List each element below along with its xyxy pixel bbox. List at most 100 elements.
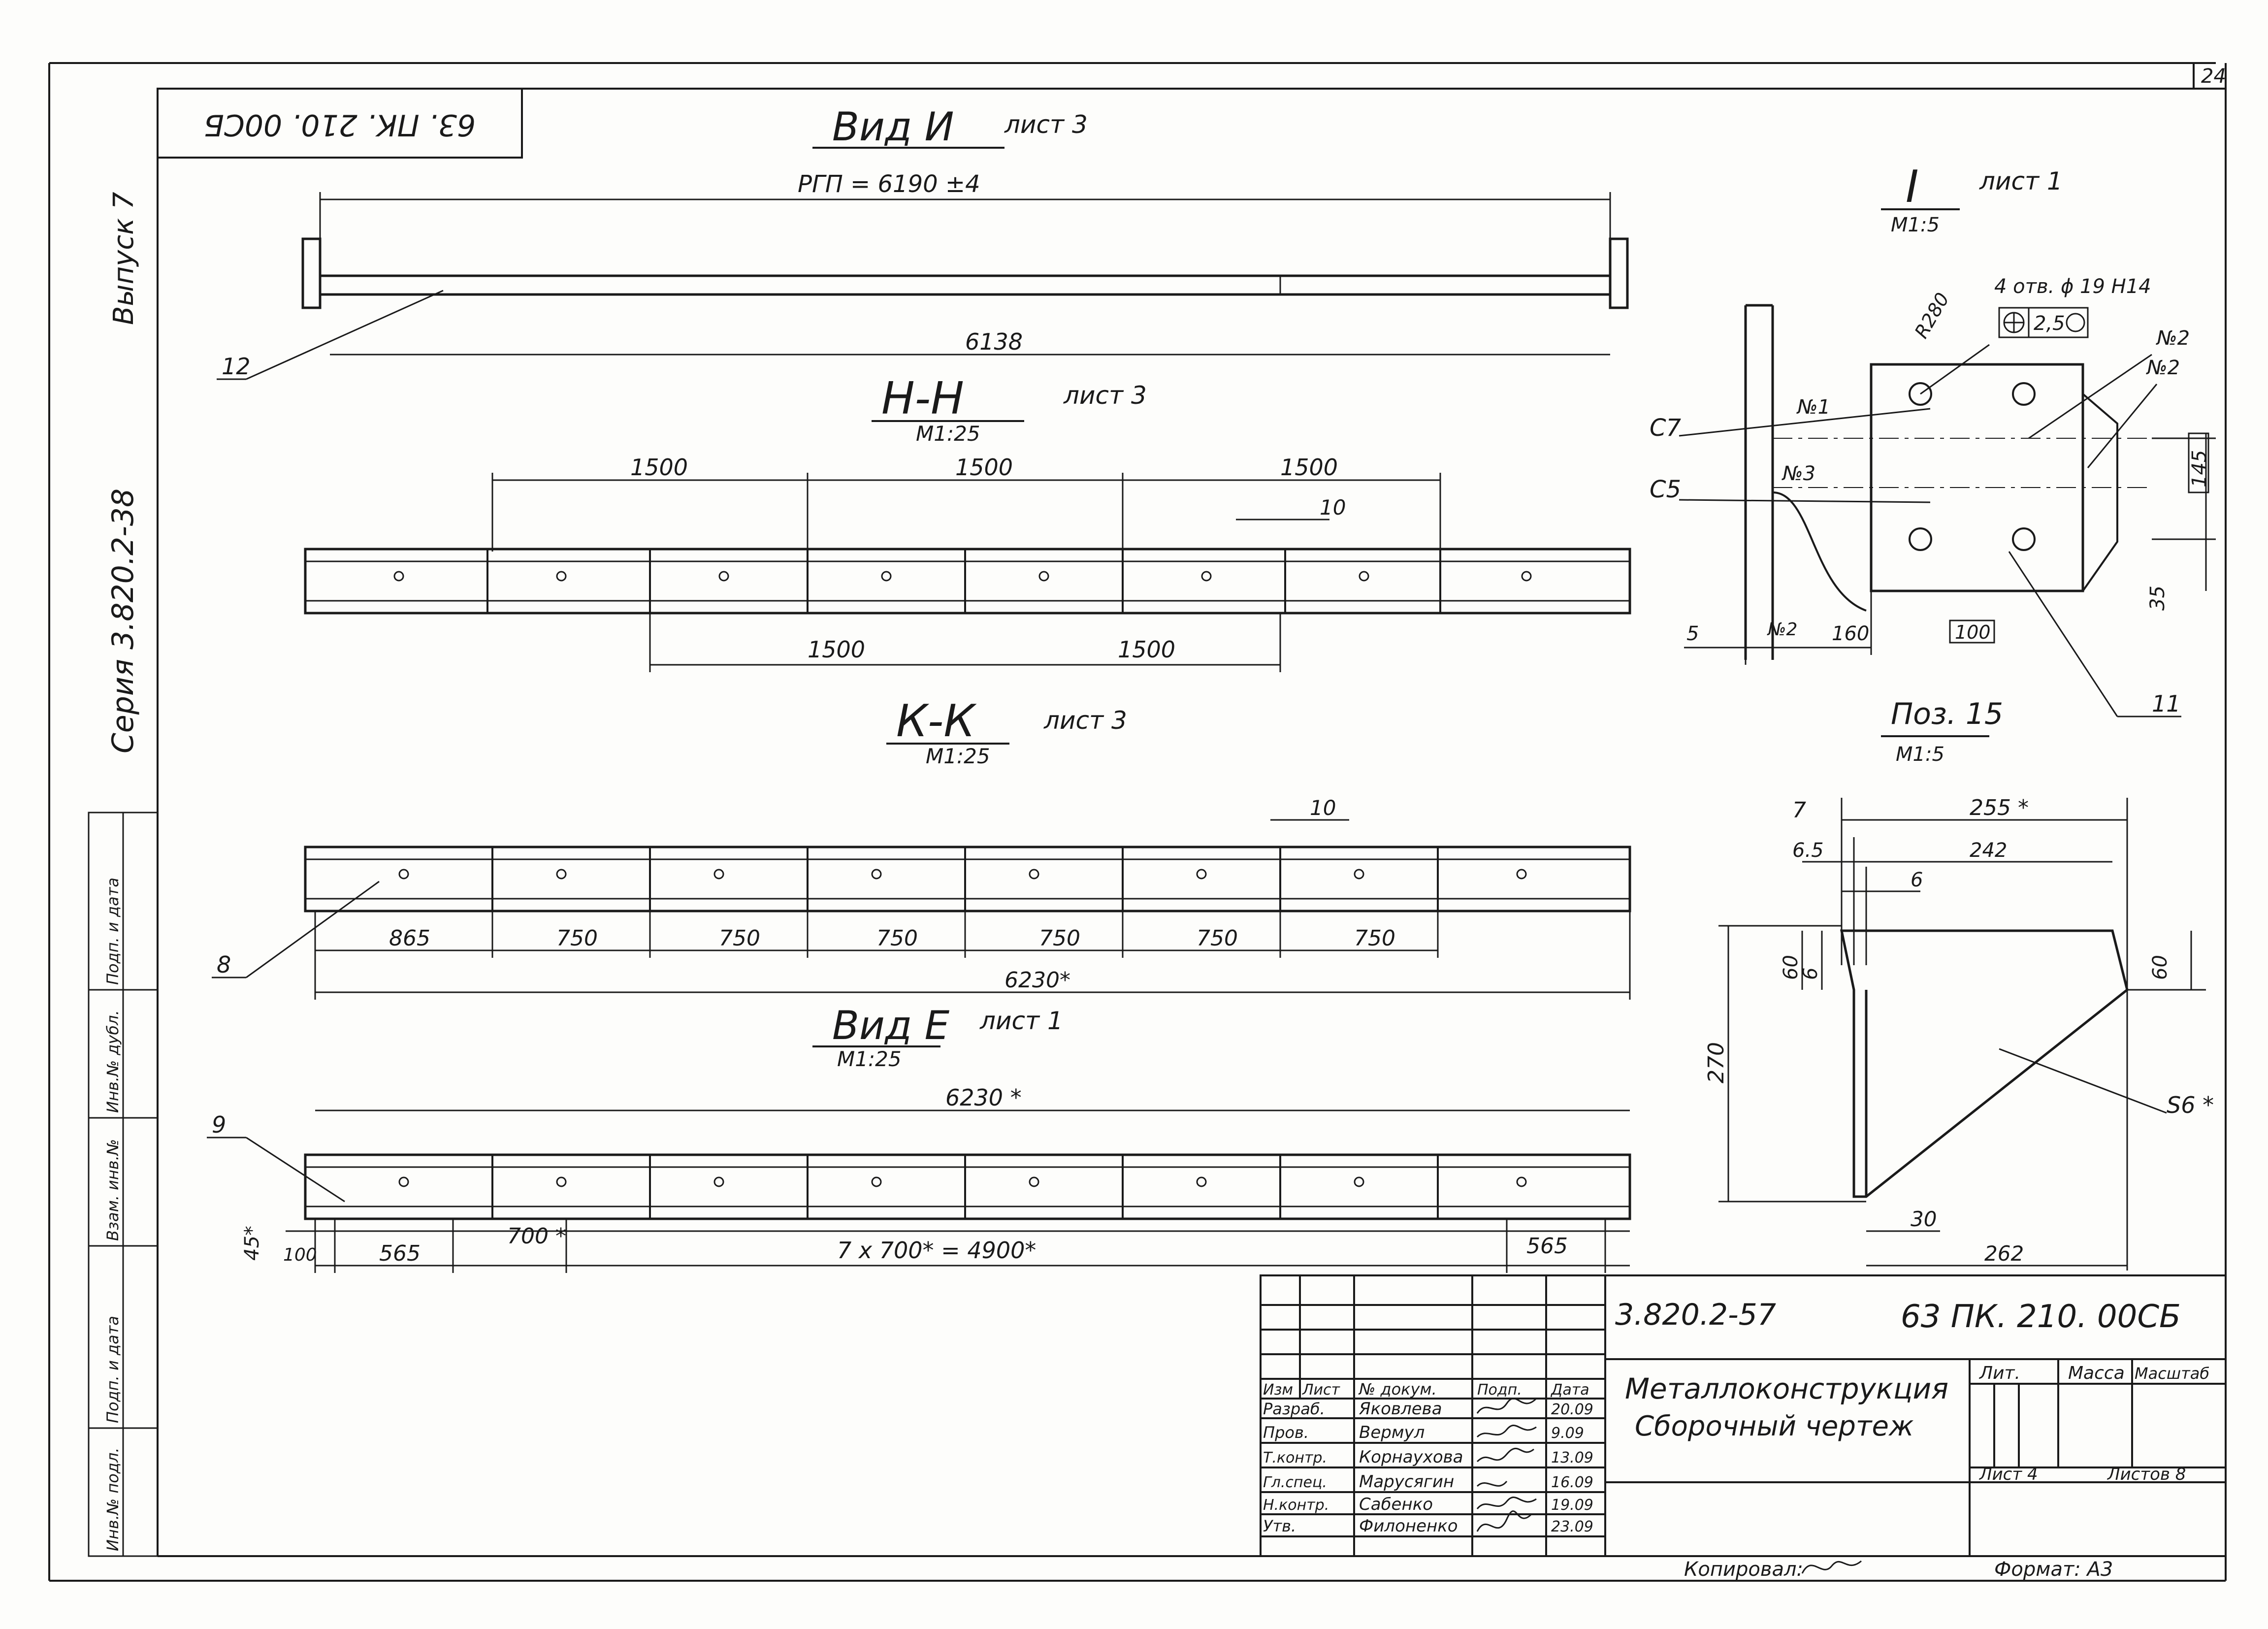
side-stamp-label: Взам. инв.№: [103, 1139, 122, 1241]
view-title: I: [1906, 161, 1919, 213]
dim-label: 750: [719, 926, 760, 951]
sheet-ref: лист 1: [1979, 167, 2063, 195]
row-role: Гл.спец.: [1263, 1474, 1327, 1491]
copied-label: Копировал:: [1684, 1558, 1803, 1581]
row-role: Утв.: [1263, 1517, 1296, 1535]
row-date: 16.09: [1551, 1474, 1593, 1491]
row-name: Вермул: [1359, 1423, 1425, 1442]
holes-note: 4 отв. ϕ 19 Н14: [1994, 275, 2151, 298]
side-stamp-label: Инв.№ подл.: [103, 1447, 122, 1551]
dim-label: 750: [1039, 926, 1080, 951]
signature-marks: [1476, 1398, 1537, 1532]
lit-label: Лит.: [1978, 1363, 2020, 1383]
position-number: 9: [212, 1111, 226, 1138]
title-name: Сборочный чертеж: [1635, 1410, 1913, 1442]
dim-label: 1500: [1118, 636, 1175, 663]
copied-signature: [1801, 1560, 1862, 1574]
view-title: Вид И: [832, 104, 954, 150]
dim-label: 7: [1792, 798, 1806, 823]
dim-label: 1500: [630, 454, 688, 481]
section-ref: С5: [1650, 476, 1681, 503]
format-label: Формат: А3: [1994, 1558, 2113, 1581]
detail-poz15: Поз. 15 М1:5 7 255 * 6.5 242 6 270 60 6 …: [1704, 697, 2214, 1271]
dim-label: 1500: [955, 454, 1013, 481]
sheet-frame: [48, 62, 2227, 1582]
tolerance-frame: [1998, 307, 2089, 338]
dim-label: 700 *: [507, 1224, 566, 1249]
row-date: 9.09: [1551, 1425, 1584, 1442]
dim-label: 160: [1832, 622, 1869, 645]
seria-label: Серия 3.820.2-38: [106, 489, 140, 753]
dim-label: 255 *: [1970, 795, 2029, 820]
sheet-ref: лист 3: [1004, 110, 1088, 139]
beam: [319, 274, 1612, 296]
dim-label: 100: [1955, 621, 1991, 643]
dim-label: 242: [1970, 839, 2007, 862]
dim-label: 60: [2149, 955, 2171, 980]
dim-label: 100: [283, 1245, 317, 1265]
dim-label: 6.5: [1792, 839, 1824, 862]
col-head: Дата: [1550, 1381, 1589, 1399]
beam-section: [304, 548, 1631, 615]
row-date: 13.09: [1551, 1449, 1593, 1466]
dim-label: 10: [1320, 495, 1346, 520]
sheet-ref: лист 3: [1043, 706, 1127, 735]
dim-label: 5: [1686, 622, 1699, 645]
dim-label: 45*: [241, 1226, 263, 1261]
dim-label: 565: [379, 1241, 421, 1266]
dim-label: 35: [2146, 586, 2169, 611]
dim-label: РГП = 6190 ±4: [798, 170, 980, 198]
code-stamp-box: [157, 88, 523, 159]
masshtab-label: Масштаб: [2135, 1364, 2209, 1383]
dim-label: 1500: [1280, 454, 1338, 481]
dim-label: 6230*: [1004, 968, 1070, 993]
item-no: №2: [1767, 619, 1797, 640]
dim-label: 6230 *: [945, 1084, 1022, 1111]
item-no: №1: [1796, 396, 1830, 419]
beam-section: [304, 846, 1631, 912]
position-number: 8: [217, 951, 231, 978]
signature-rows: Разраб. Яковлева 20.09 Пров. Вермул 9.09…: [1263, 1399, 1593, 1536]
dim-label: 30: [1911, 1207, 1937, 1231]
bracket-outline: [1840, 929, 2129, 1198]
sheet-no: Лист 4: [1978, 1465, 2038, 1484]
code-stamp: 63. ПК. 210. 00СБ: [204, 107, 476, 142]
dim-label: 1500: [808, 636, 865, 663]
view-title: Вид Е: [832, 1003, 950, 1048]
dim-label: 262: [1984, 1241, 2024, 1266]
dim-label: 6: [1799, 968, 1822, 980]
view-nn: Н-Н М1:25 лист 3 1500 1500 1500 10 1: [304, 373, 1631, 672]
side-stamp: [88, 812, 159, 1557]
row-name: Сабенко: [1359, 1495, 1433, 1514]
view-scale: М1:5: [1891, 214, 1940, 236]
dim-label: 750: [1354, 926, 1395, 951]
dim-label: 750: [1197, 926, 1238, 951]
title-block: [1260, 1274, 2227, 1557]
side-stamp-label: Инв.№ дубл.: [103, 1010, 122, 1113]
view-scale: М1:25: [916, 422, 980, 446]
tolerance-value: 2,5: [2034, 312, 2065, 335]
dim-label: 6138: [965, 328, 1023, 355]
view-scale: М1:25: [837, 1047, 902, 1071]
section-ref: С7: [1650, 414, 1682, 442]
dim-label: S6 *: [2167, 1092, 2214, 1118]
row-name: Корнаухова: [1359, 1447, 1463, 1467]
view-vid-i: Вид И лист 3 РГП = 6190 ±4 6138 12: [217, 104, 1629, 380]
dim-label: 750: [556, 926, 598, 951]
detail-i: I М1:5 лист 1 4 отв. ϕ 19 Н14 2,5 R280 №…: [1650, 161, 2216, 717]
item-no: №2: [2156, 327, 2190, 350]
view-title: Поз. 15: [1891, 697, 2003, 731]
row-role: Пров.: [1263, 1423, 1309, 1442]
item-no: №3: [1782, 462, 1815, 485]
row-role: Т.контр.: [1263, 1449, 1327, 1466]
vypusk-label: Выпуск 7: [108, 192, 140, 325]
dim-label: 750: [876, 926, 918, 951]
position-number: 11: [2152, 690, 2181, 717]
title-ref: 3.820.2-57: [1615, 1298, 1776, 1332]
title-name: Металлоконструкция: [1625, 1372, 1948, 1405]
row-role: Разраб.: [1263, 1400, 1325, 1418]
col-head: № докум.: [1358, 1380, 1437, 1399]
view-scale: М1:5: [1896, 743, 1944, 766]
sheet-ref: лист 1: [979, 1007, 1063, 1035]
